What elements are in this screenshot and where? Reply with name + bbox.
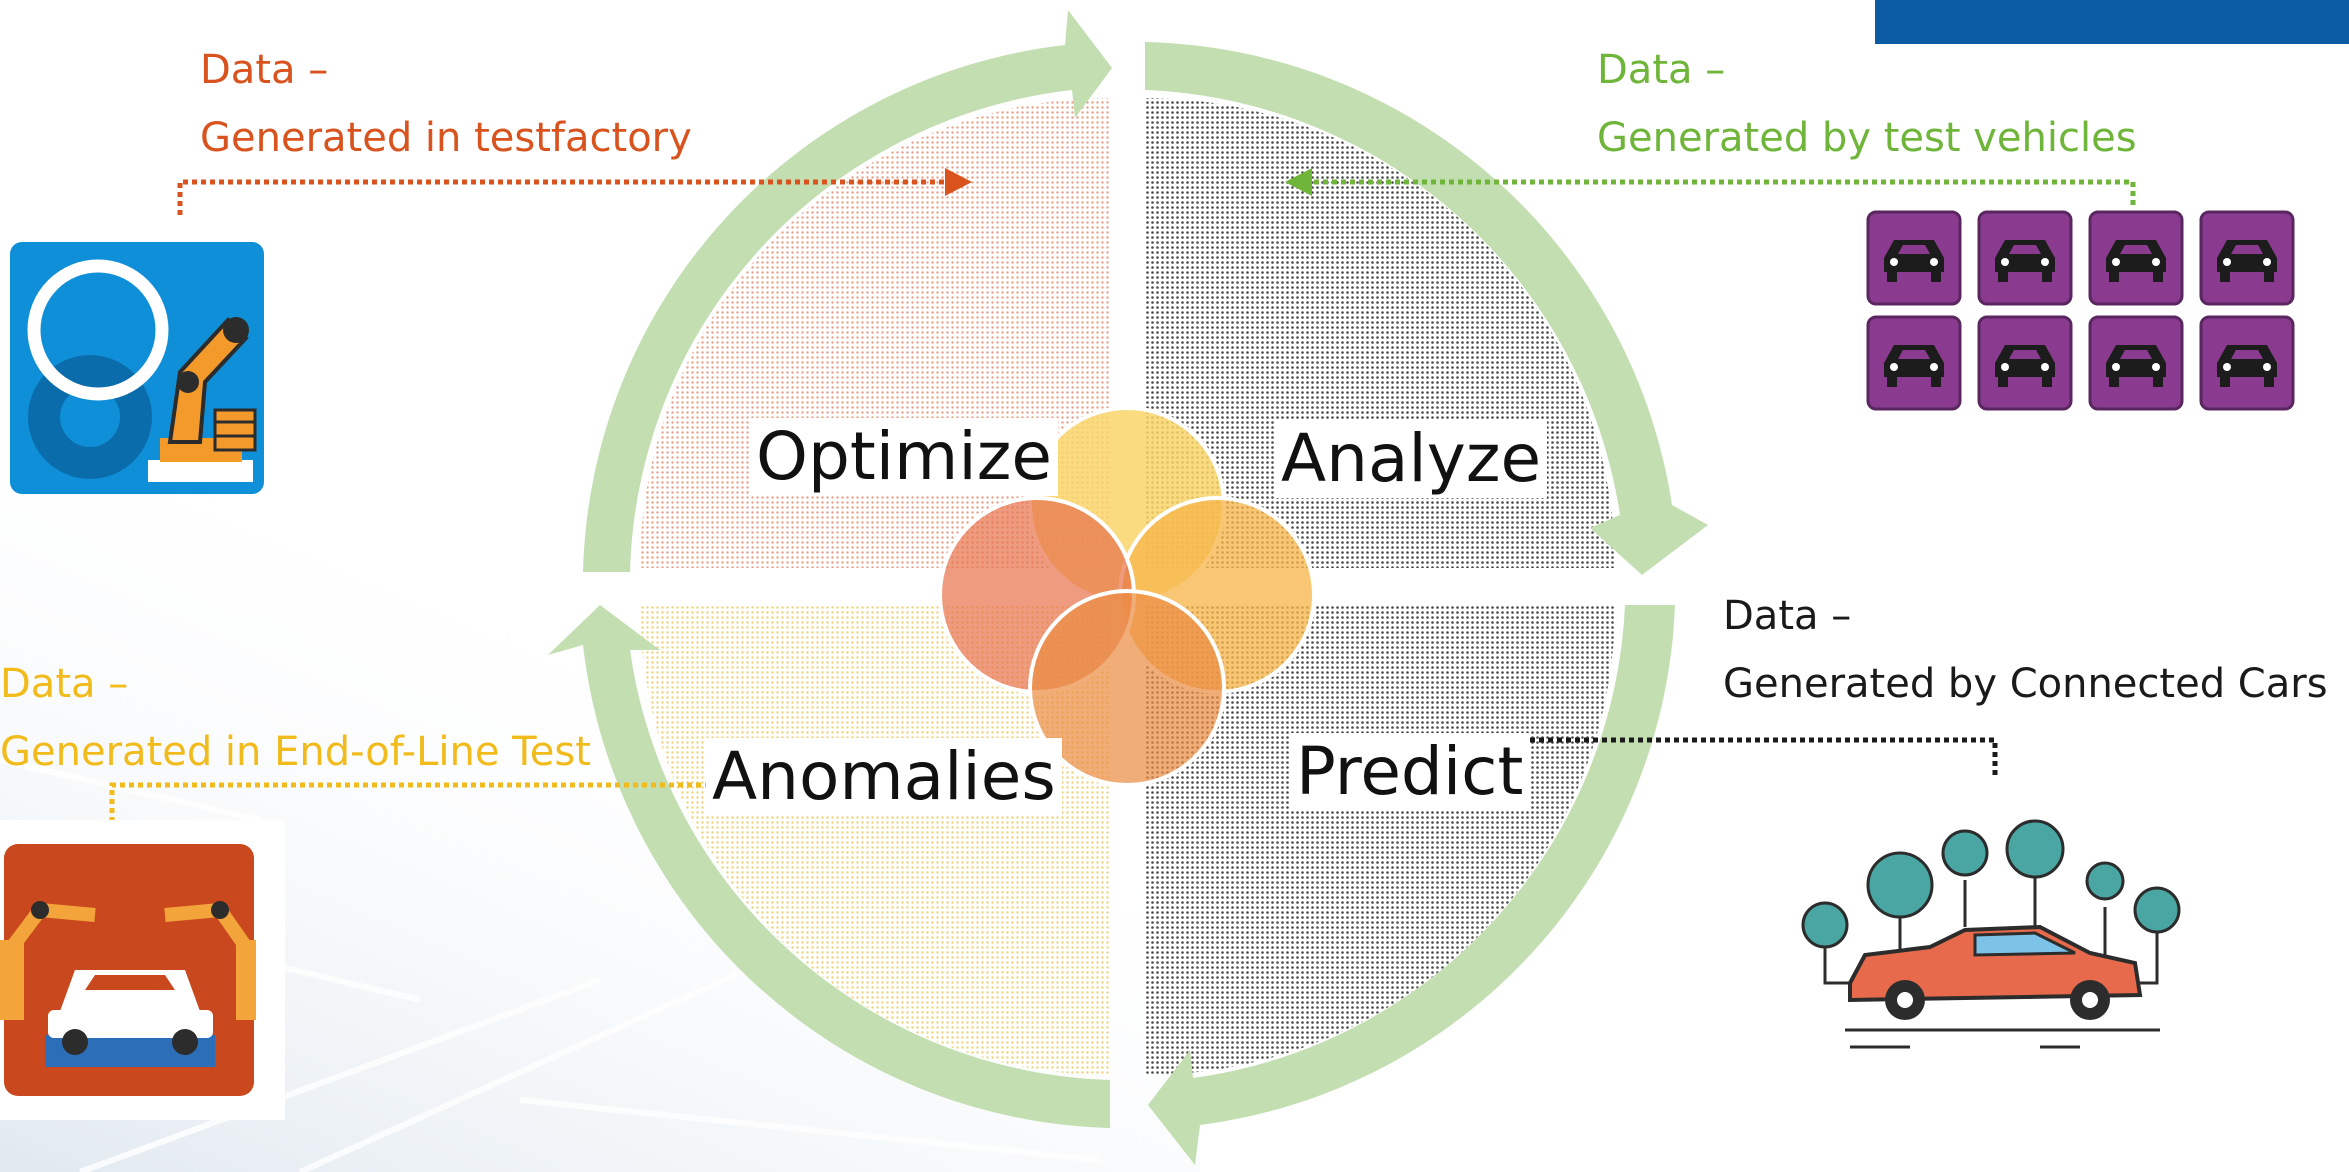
label-testfactory: Data – Generated in testfactory — [200, 36, 692, 172]
label-connected-cars-line1: Data – — [1723, 593, 1852, 639]
quadrant-predict — [1145, 605, 1615, 1075]
cycle-anomalies: Anomalies — [706, 738, 1062, 816]
quadrant-anomalies — [640, 605, 1110, 1075]
connector-connected-cars — [1478, 737, 1998, 775]
connector-testfactory — [177, 179, 950, 215]
connector-test-vehicles — [1305, 179, 2136, 205]
label-end-of-line-line1: Data – — [0, 661, 129, 707]
vehicle-tile-icon — [2199, 315, 2295, 411]
header-bar — [1875, 0, 2349, 44]
vehicle-tile-icon — [2088, 210, 2184, 306]
ring-arrow-bottom-right — [1148, 605, 1675, 1165]
label-connected-cars-line2: Generated by Connected Cars — [1723, 661, 2328, 707]
assembly-line-car-icon — [0, 820, 285, 1120]
venn-circles — [938, 406, 1316, 787]
label-test-vehicles-line2: Generated by test vehicles — [1597, 115, 2137, 161]
label-end-of-line-line2: Generated in End-of-Line Test — [0, 729, 591, 775]
vehicle-tile-icon — [1866, 210, 1962, 306]
cycle-ring — [548, 10, 1708, 1165]
connected-car-icon — [1801, 819, 2181, 1049]
robot-arm-gear-icon — [10, 242, 264, 494]
label-testfactory-line2: Generated in testfactory — [200, 115, 692, 161]
car-grid-icon — [1866, 210, 2295, 411]
vehicle-tile-icon — [2199, 210, 2295, 306]
label-test-vehicles: Data – Generated by test vehicles — [1597, 36, 2137, 172]
ring-arrow-bottom-left — [548, 605, 1110, 1128]
vehicle-tile-icon — [1977, 315, 2073, 411]
cycle-analyze: Analyze — [1275, 420, 1548, 498]
arrowhead-testfactory — [945, 168, 972, 196]
connector-lines — [109, 168, 2136, 822]
arrowhead-test-vehicles — [1285, 168, 1312, 196]
label-testfactory-line1: Data – — [200, 47, 329, 93]
venn-circle-bottom — [1028, 589, 1226, 787]
cycle-predict: Predict — [1290, 733, 1530, 811]
connector-end-of-line — [109, 782, 725, 822]
ring-arrow-top-right — [1145, 42, 1708, 575]
cycle-optimize: Optimize — [750, 418, 1058, 496]
ring-arrow-top-left — [583, 10, 1112, 572]
label-connected-cars: Data – Generated by Connected Cars — [1723, 582, 2328, 718]
label-end-of-line: Data – Generated in End-of-Line Test — [0, 650, 591, 786]
label-test-vehicles-line1: Data – — [1597, 47, 1726, 93]
vehicle-tile-icon — [2088, 315, 2184, 411]
vehicle-tile-icon — [1866, 315, 1962, 411]
vehicle-tile-icon — [1977, 210, 2073, 306]
